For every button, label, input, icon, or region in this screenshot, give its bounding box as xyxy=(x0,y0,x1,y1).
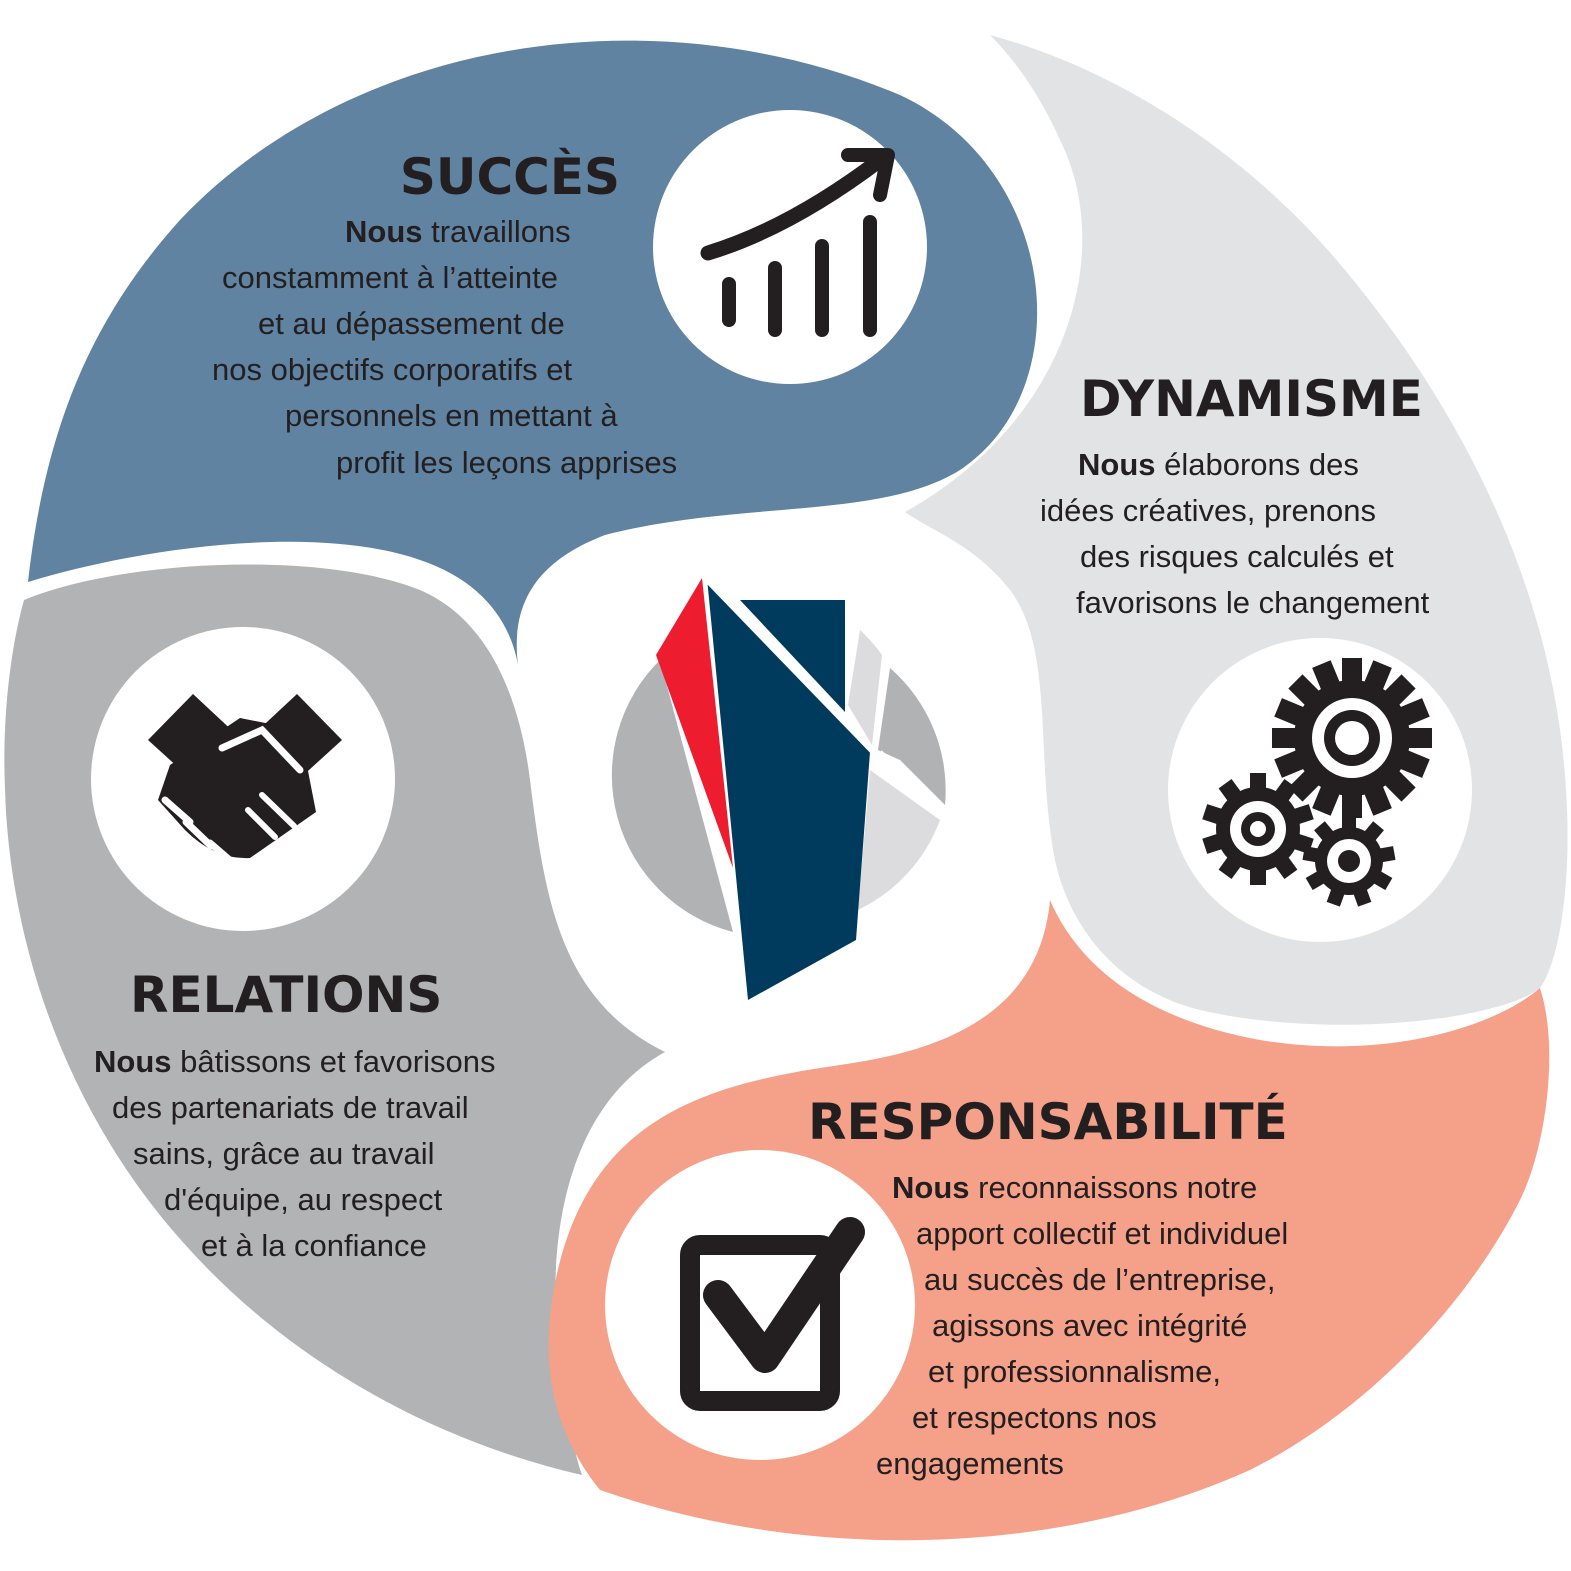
gears-icon xyxy=(1202,658,1432,907)
dynamisme-lead: Nous xyxy=(1078,447,1156,482)
dynamisme-title: DYNAMISME xyxy=(1080,370,1423,428)
dynamisme-section: DYNAMISME xyxy=(1080,374,1423,424)
handshake-icon xyxy=(148,694,342,866)
relations-lead: Nous xyxy=(94,1044,172,1079)
responsabilite-section: RESPONSABILITÉ xyxy=(808,1097,1288,1147)
responsabilite-title: RESPONSABILITÉ xyxy=(808,1093,1288,1151)
company-logo-icon xyxy=(611,575,950,1000)
growth-chart-icon xyxy=(700,148,895,337)
succes-title: SUCCÈS xyxy=(399,148,620,206)
succes-section: SUCCÈS xyxy=(190,152,620,202)
succes-lead: Nous xyxy=(345,214,423,249)
responsabilite-icon-circle xyxy=(605,1150,915,1460)
checkbox-icon xyxy=(680,1217,865,1411)
relations-section: RELATIONS xyxy=(130,970,442,1020)
relations-title: RELATIONS xyxy=(130,966,443,1024)
responsabilite-lead: Nous xyxy=(892,1170,970,1205)
